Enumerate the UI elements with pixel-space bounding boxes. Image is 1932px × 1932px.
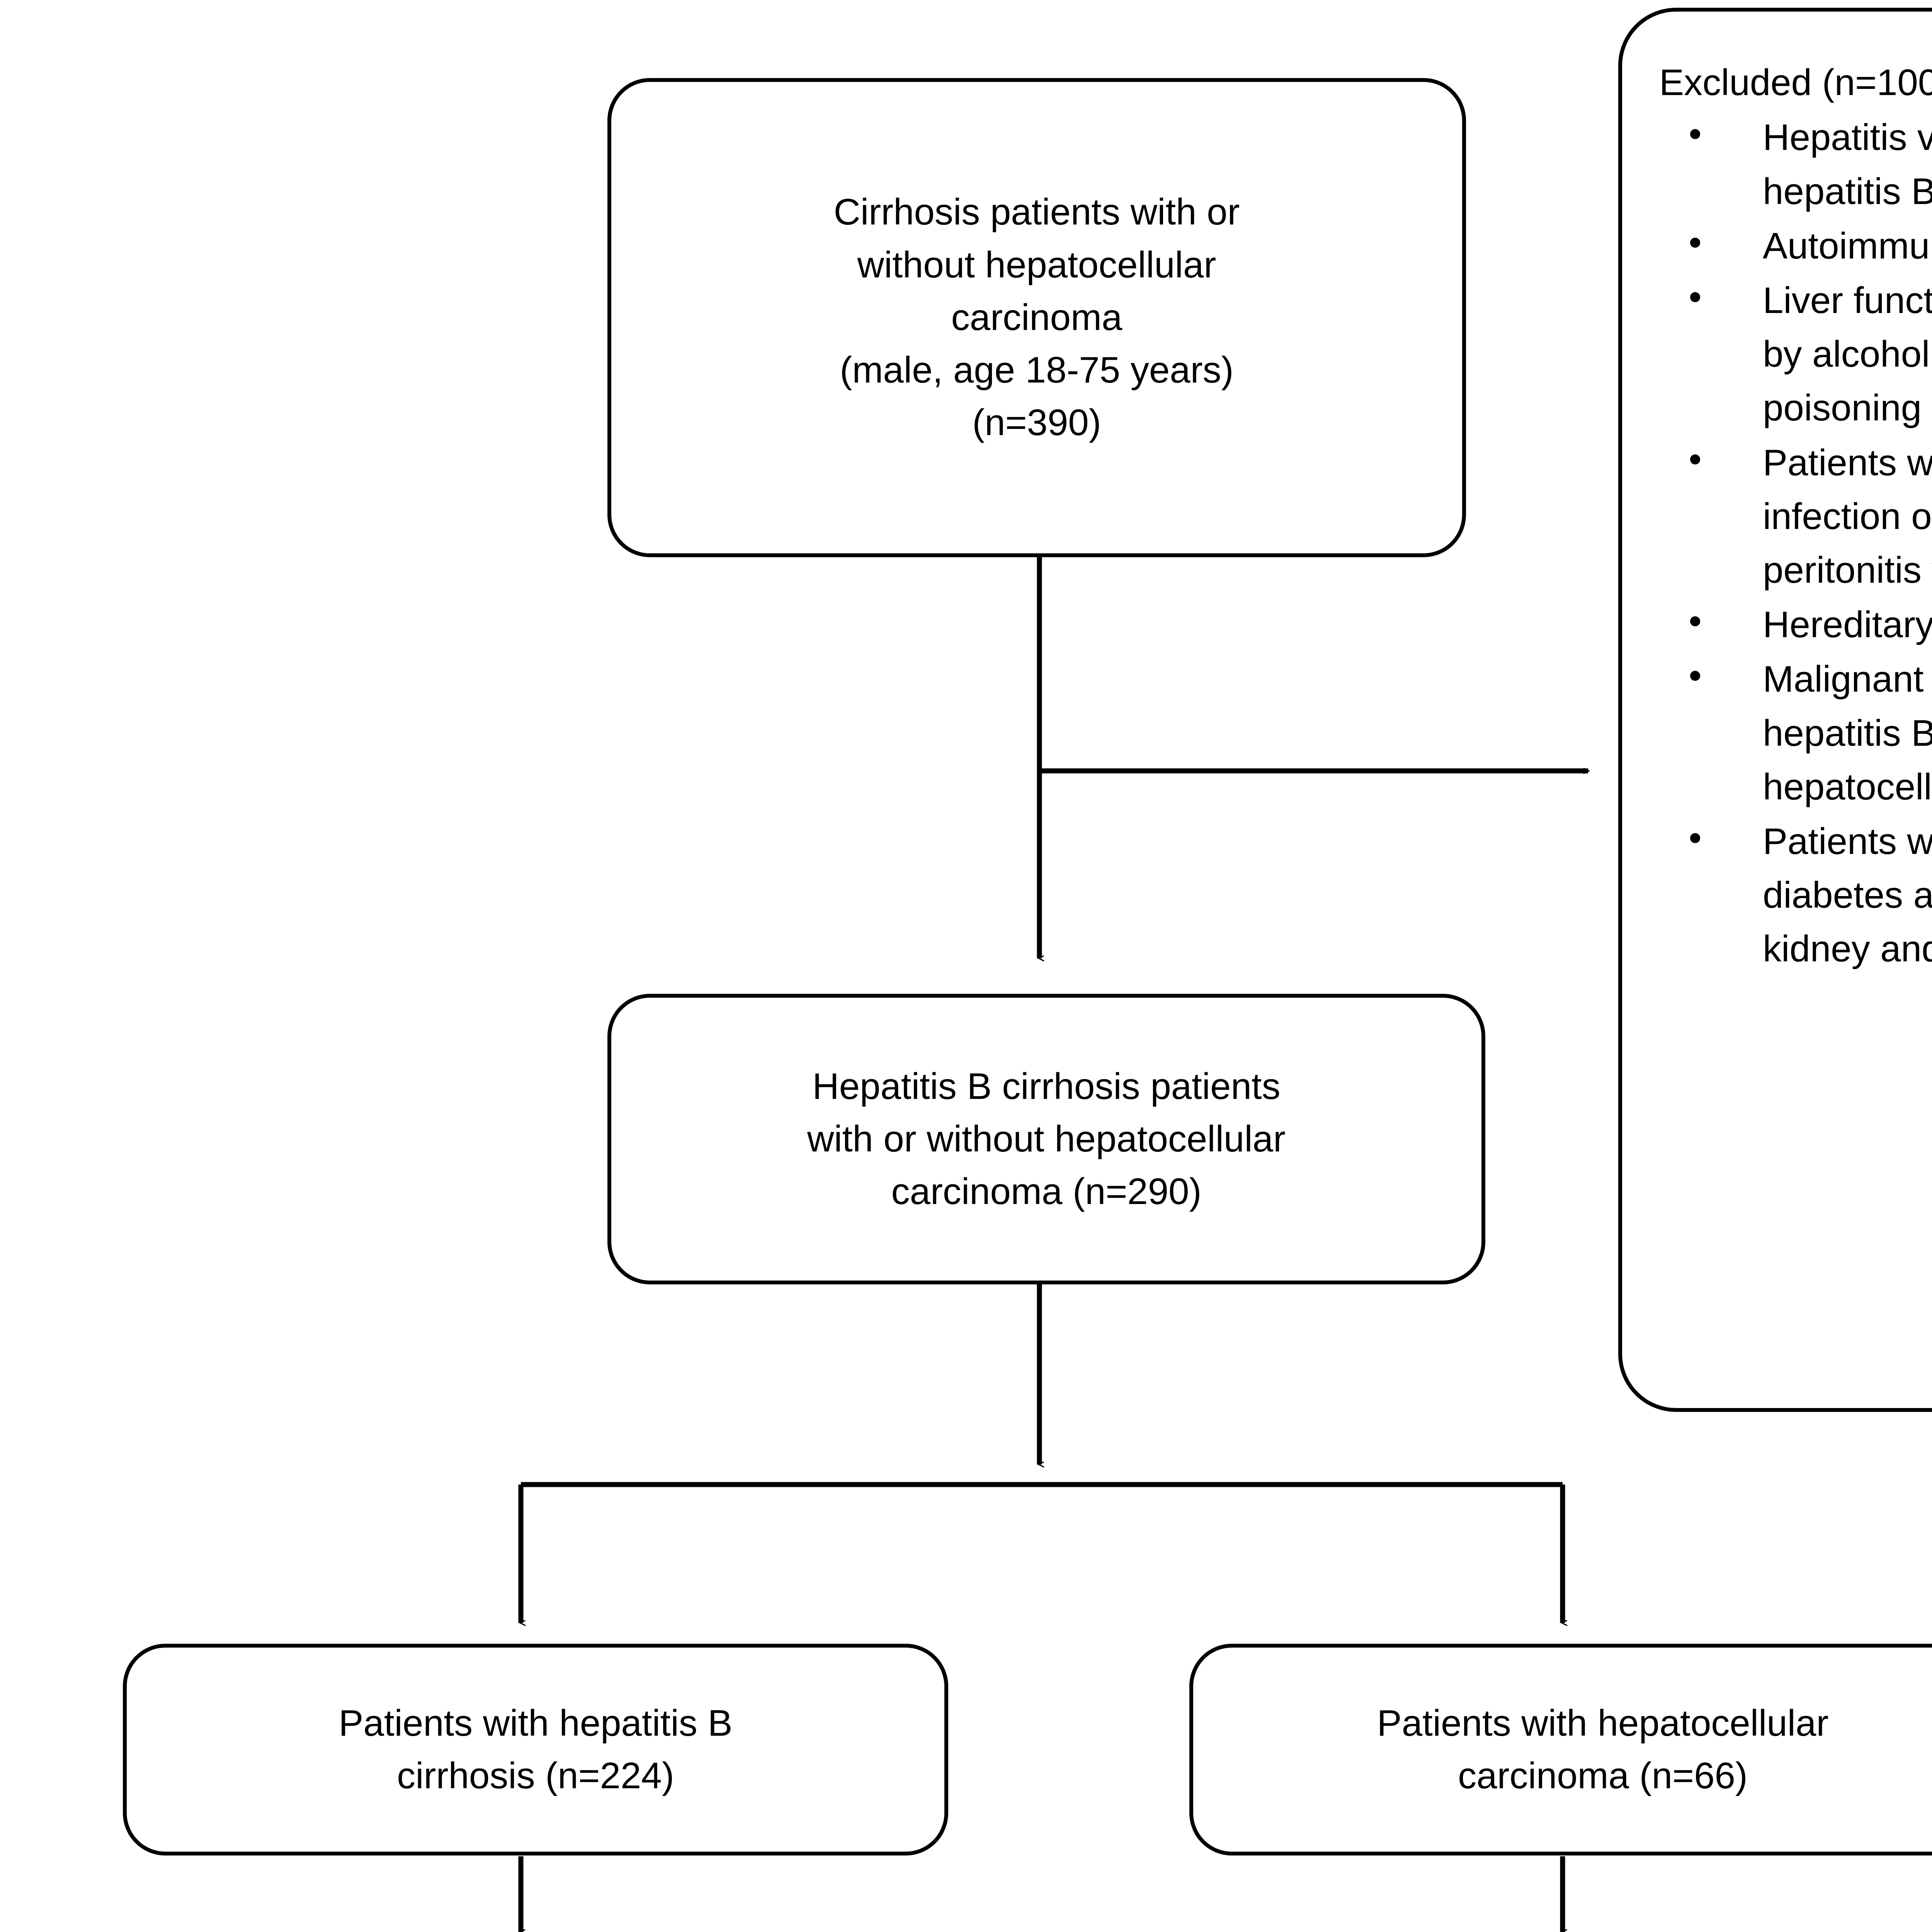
node-source-population: Cirrhosis patients with or without hepat… [607,78,1466,557]
excluded-reason-line: hepatitis B virus (n=62) [1763,170,1932,212]
excluded-reason-line: Hereditary liver disease (n=0) [1763,604,1932,646]
bullet-icon [1690,129,1700,139]
bullet-icon [1690,833,1700,843]
excluded-reason-item: Patients with hypertension, diabetes and… [1659,815,1932,976]
excluded-reason-line: kidney and brain diseases (n=8) [1763,928,1932,970]
excluded-reason-line: Malignant tumors other than [1763,658,1932,700]
node-hcc-line-1: Patients with hepatocellular [1377,1702,1829,1744]
excluded-reason-item: Hepatitis virus infection other than hep… [1659,111,1932,218]
excluded-reason-list: Hepatitis virus infection other than hep… [1659,111,1932,976]
node-source-line-1: Cirrhosis patients with or [833,191,1240,233]
excluded-reason-line: Liver function impairment cause [1763,280,1932,321]
node-hbv-line-1: Hepatitis B cirrhosis patients [812,1065,1281,1107]
excluded-reason-line: hepatitis B virus infection related [1763,712,1932,754]
excluded-reason-item: Liver function impairment cause by alcoh… [1659,274,1932,435]
node-source-line-2: without hepatocellular [857,244,1216,286]
excluded-reason-item: Autoimmune diseases (n=3) [1659,219,1932,273]
excluded-reason-line: poisoning or other factors (n=27) [1763,387,1932,429]
excluded-reason-item: Malignant tumors other than hepatitis B … [1659,652,1932,814]
bullet-icon [1690,237,1700,248]
node-cirrhosis-line-1: Patients with hepatitis B [338,1702,733,1744]
node-source-line-3: carcinoma [951,296,1122,338]
excluded-reason-item: Hereditary liver disease (n=0) [1659,598,1932,651]
bullet-icon [1690,454,1700,464]
excluded-reason-line: Autoimmune diseases (n=3) [1763,225,1932,267]
bullet-icon [1690,292,1700,303]
excluded-reason-line: Patients with surgery, trauma and [1763,442,1932,483]
excluded-title: Excluded (n=100) [1659,62,1932,103]
node-source-line-5: (n=390) [972,402,1101,444]
excluded-reason-line: Hepatitis virus infection other than [1763,117,1932,158]
node-source-line-4: (male, age 18-75 years) [840,349,1234,391]
node-hbv-cirrhosis-population: Hepatitis B cirrhosis patients with or w… [607,994,1485,1284]
node-hbv-line-3: carcinoma (n=290) [891,1171,1202,1213]
excluded-reason-line: hepatocellular carcinoma (n=0) [1763,766,1932,808]
excluded-reason-line: by alcohol, drugs, chemicals, [1763,333,1932,375]
node-excluded-criteria: Excluded (n=100) Hepatitis virus infecti… [1618,8,1932,1412]
node-hepatitis-b-cirrhosis-arm: Patients with hepatitis B cirrhosis (n=2… [123,1644,948,1855]
bullet-icon [1690,671,1700,681]
excluded-reason-line: diabetes and organic heart, lung, [1763,874,1932,916]
node-hcc-line-2: carcinoma (n=66) [1458,1755,1748,1796]
excluded-reason-line: infection other than spontaneous [1763,495,1932,537]
excluded-reason-line: peritonitis within 3 months (n=0) [1763,549,1932,591]
excluded-reason-line: Patients with hypertension, [1763,820,1932,862]
bullet-icon [1690,616,1700,627]
node-hbv-line-2: with or without hepatocellular [807,1118,1286,1160]
excluded-reason-item: Patients with surgery, trauma and infect… [1659,436,1932,597]
node-hepatocellular-carcinoma-arm: Patients with hepatocellular carcinoma (… [1189,1644,1932,1855]
node-cirrhosis-line-2: cirrhosis (n=224) [397,1755,674,1796]
